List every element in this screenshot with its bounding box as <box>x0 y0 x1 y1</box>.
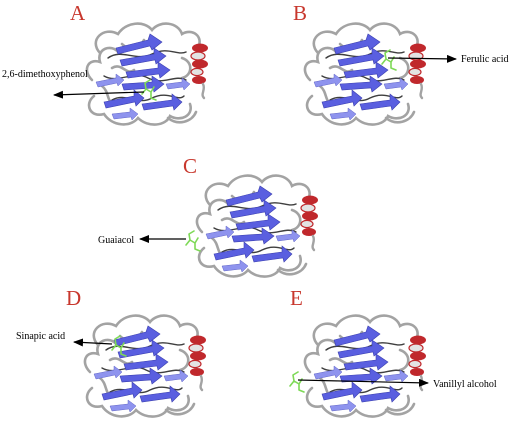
panel-a: A 2,6-dimethoxyphenol <box>2 1 210 126</box>
arrow-icon <box>73 338 113 347</box>
ligand-label: 2,6-dimethoxyphenol <box>2 69 88 80</box>
panel-letter: C <box>183 154 197 178</box>
ligand-label: Ferulic acid <box>461 54 508 65</box>
ligand-label: Guaiacol <box>98 235 134 246</box>
panel-e: E Vanillyl alcohol <box>289 286 497 418</box>
protein-ribbon-icon <box>195 174 320 278</box>
panel-letter: B <box>293 1 307 25</box>
panel-letter: A <box>70 1 86 25</box>
arrow-icon <box>297 378 429 387</box>
protein-ribbon-icon <box>303 314 428 418</box>
panel-letter: E <box>290 286 303 310</box>
panel-letter: D <box>66 286 81 310</box>
ligand-label: Sinapic acid <box>16 331 65 342</box>
protein-ribbon-icon <box>85 22 210 126</box>
panel-b: B Ferulic acid <box>293 1 508 126</box>
protein-ribbon-icon <box>303 22 428 126</box>
ligand-icon <box>381 49 397 71</box>
protein-ribbon-icon <box>83 314 208 418</box>
ligand-icon <box>289 371 305 393</box>
ligand-icon <box>185 230 201 252</box>
panel-c: C Guaiacol <box>98 154 320 278</box>
arrow-icon <box>387 54 457 63</box>
panel-d: D Sinapic acid <box>16 286 208 418</box>
arrow-icon <box>53 90 145 99</box>
ligand-label: Vanillyl alcohol <box>433 379 497 390</box>
